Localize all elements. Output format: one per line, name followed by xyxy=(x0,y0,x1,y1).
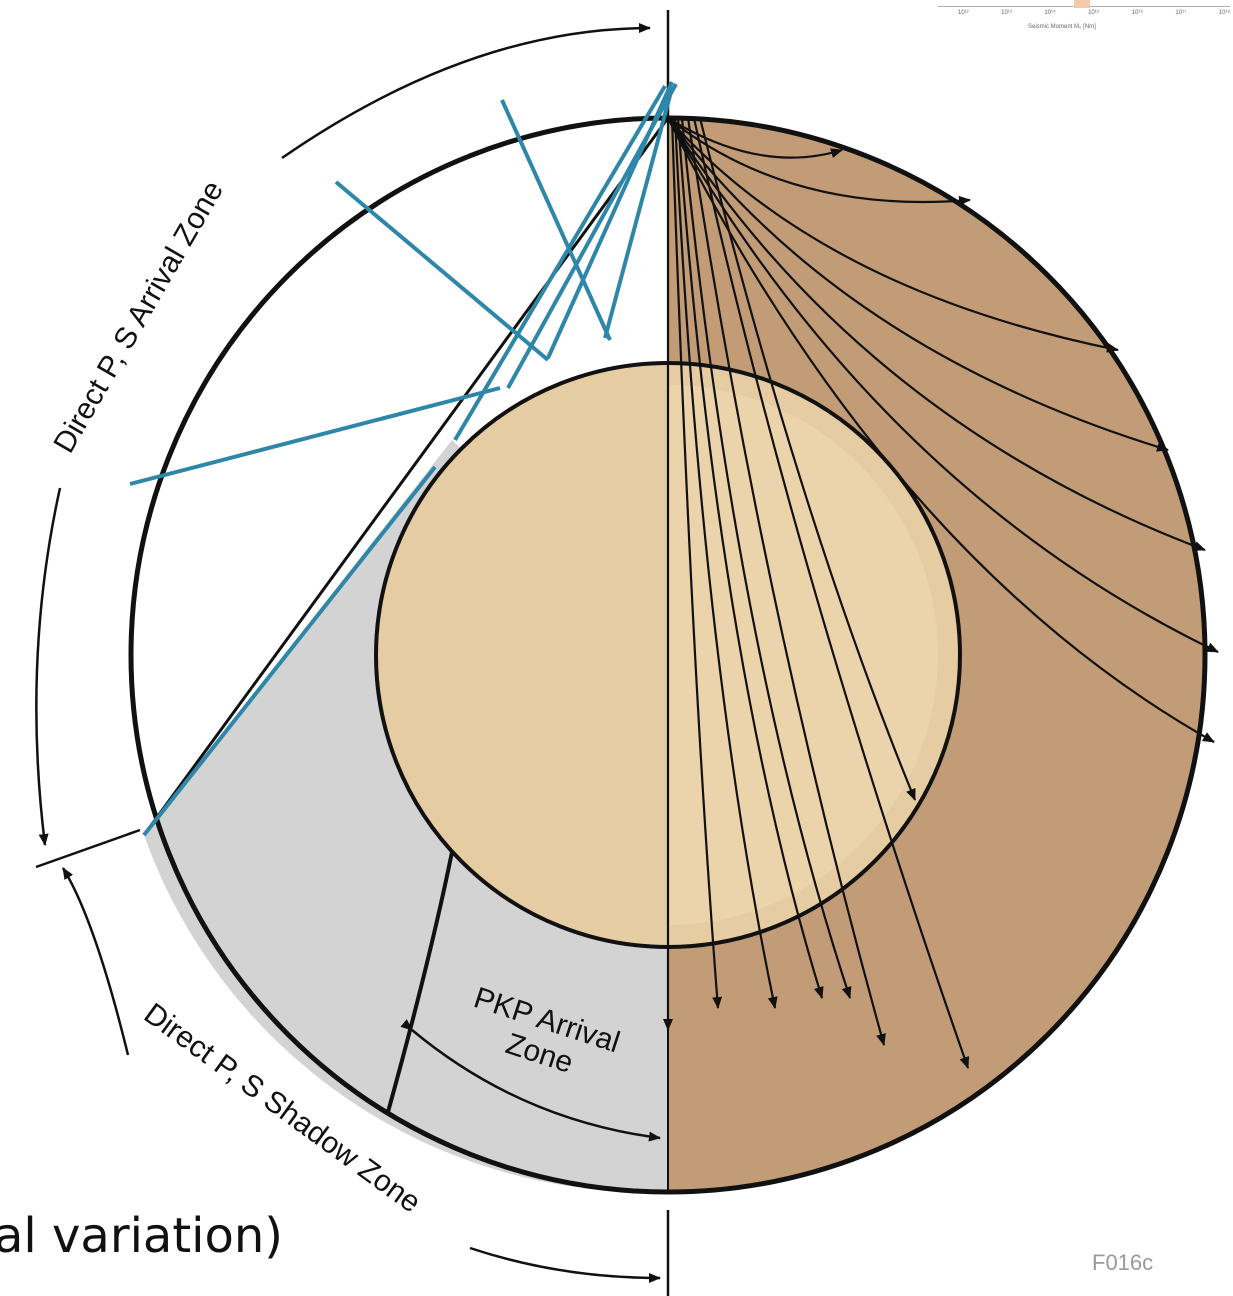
inset-tick: 10¹² xyxy=(958,10,969,16)
slide-caption-fragment: al variation) xyxy=(0,1208,283,1264)
inset-tick: 10¹⁸ xyxy=(1218,10,1230,16)
inset-tick: 10¹⁵ xyxy=(1088,10,1100,16)
inset-plot-fragment: 10¹² 10¹³ 10¹⁴ 10¹⁵ 10¹⁶ 10¹⁷ 10¹⁸ Seism… xyxy=(932,0,1232,40)
inset-tick: 10¹³ xyxy=(1001,10,1012,16)
shadow-zone-arc-upper xyxy=(61,867,130,1056)
arrival-zone-arc-lower xyxy=(35,487,62,846)
annotation-lines xyxy=(129,81,678,837)
inset-tick: 10¹⁷ xyxy=(1175,10,1187,16)
shadow-zone-arc-lower xyxy=(469,1246,661,1283)
inset-tick: 10¹⁶ xyxy=(1131,10,1143,16)
arrival-zone-arc xyxy=(281,23,651,160)
pkp-boundary xyxy=(386,851,454,1113)
inset-axis-label: Seismic Moment M₀ [Nm] xyxy=(1028,24,1096,30)
mantle-rays xyxy=(667,117,1219,743)
pkp-zone-arrow xyxy=(400,1019,661,1142)
core-rays xyxy=(663,117,970,1069)
tangent-ray xyxy=(142,117,670,836)
inset-tick-labels: 10¹² 10¹³ 10¹⁴ 10¹⁵ 10¹⁶ 10¹⁷ 10¹⁸ xyxy=(958,10,1230,22)
figure-code: F016c xyxy=(1092,1250,1153,1275)
inset-tick: 10¹⁴ xyxy=(1044,10,1056,16)
shadow-boundary-tick xyxy=(35,828,141,869)
inset-highlight-bar xyxy=(1074,0,1090,8)
